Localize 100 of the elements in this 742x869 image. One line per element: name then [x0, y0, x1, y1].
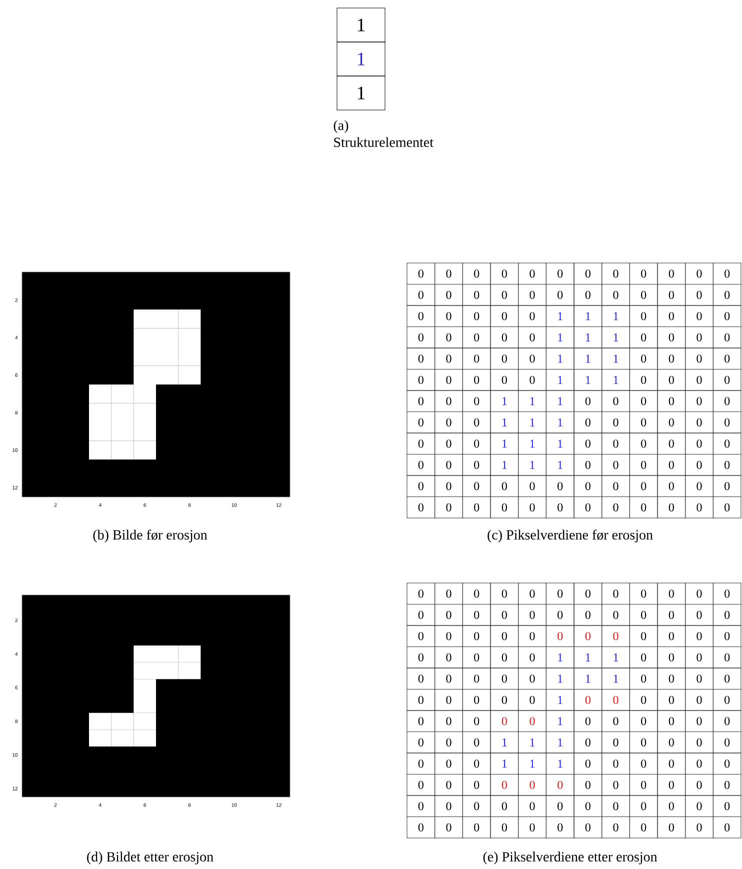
table-cell: 0: [574, 604, 602, 626]
table-cell: 0: [657, 646, 686, 668]
table-cell: 0: [685, 496, 714, 518]
table-cell: 0: [712, 752, 742, 774]
table-cell: 0: [602, 752, 630, 774]
table-cell: 1: [574, 326, 602, 348]
table-cell: 1: [602, 646, 630, 668]
table-cell: 0: [406, 795, 436, 817]
table-cell: 0: [518, 625, 546, 647]
table-cell: 0: [546, 604, 574, 626]
table-cell: 0: [712, 604, 742, 626]
table-cell: 0: [518, 262, 546, 284]
table-cell: 1: [546, 432, 574, 454]
table-cell: 0: [490, 774, 519, 796]
table-cell: 0: [518, 284, 546, 306]
table-cell: 0: [406, 454, 436, 476]
table-cell: 0: [462, 390, 491, 412]
table-cell: 0: [518, 496, 546, 518]
table-cell: 0: [685, 284, 714, 306]
table-cell: 0: [712, 284, 742, 306]
table-cell: 0: [685, 412, 714, 434]
table-cell: 0: [657, 582, 686, 604]
table-cell: 1: [574, 646, 602, 668]
table-cell: 1: [546, 668, 574, 690]
table-cell: 0: [434, 390, 463, 412]
table-cell: 0: [629, 582, 658, 604]
table-cell: 0: [712, 412, 742, 434]
table-cell: 0: [434, 816, 463, 838]
table-cell: 1: [490, 390, 519, 412]
table-cell: 0: [574, 625, 602, 647]
table-cell: 0: [490, 496, 519, 518]
table-cell: 0: [629, 262, 658, 284]
table-cell: 1: [574, 369, 602, 391]
table-cell: 0: [629, 412, 658, 434]
table-cell: 0: [490, 710, 519, 732]
table-cell: 0: [406, 604, 436, 626]
table-cell: 0: [406, 496, 436, 518]
table-cell: 0: [406, 326, 436, 348]
table-cell: 1: [546, 454, 574, 476]
table-cell: 0: [712, 774, 742, 796]
table-cell: 0: [406, 475, 436, 497]
table-cell: 0: [434, 795, 463, 817]
table-cell: 0: [602, 475, 630, 497]
table-cell: 0: [518, 774, 546, 796]
table-cell: 1: [518, 454, 546, 476]
table-cell: 0: [406, 390, 436, 412]
table-cell: 0: [462, 689, 491, 711]
table-cell: 0: [712, 326, 742, 348]
table-cell: 0: [574, 774, 602, 796]
table-cell: 1: [518, 432, 546, 454]
table-cell: 1: [518, 390, 546, 412]
table-cell: 0: [657, 390, 686, 412]
table-cell: 0: [490, 475, 519, 497]
table-cell: 0: [602, 689, 630, 711]
table-cell: 1: [518, 412, 546, 434]
table-cell: 0: [434, 412, 463, 434]
table-cell: 1: [546, 752, 574, 774]
table-cell: 0: [546, 284, 574, 306]
table-cell: 0: [518, 795, 546, 817]
table-cell: 0: [685, 710, 714, 732]
table-cell: 0: [490, 668, 519, 690]
table-cell: 0: [712, 496, 742, 518]
table-cell: 0: [490, 305, 519, 327]
table-cell: 0: [434, 432, 463, 454]
table-cell: 0: [712, 390, 742, 412]
table-cell: 0: [490, 284, 519, 306]
table-cell: 1: [602, 668, 630, 690]
table-cell: 0: [629, 689, 658, 711]
table-cell: 1: [490, 732, 519, 754]
table-cell: 0: [657, 604, 686, 626]
table-cell: 0: [629, 326, 658, 348]
table-cell: 0: [574, 710, 602, 732]
table-cell: 0: [462, 816, 491, 838]
table-cell: 0: [546, 496, 574, 518]
table-cell: 0: [602, 710, 630, 732]
table-cell: 0: [685, 475, 714, 497]
table-cell: 0: [629, 795, 658, 817]
table-cell: 0: [434, 752, 463, 774]
table-cell: 0: [518, 348, 546, 370]
table-cell: 0: [602, 774, 630, 796]
table-cell: 0: [712, 710, 742, 732]
table-cell: 0: [490, 326, 519, 348]
table-cell: 0: [685, 689, 714, 711]
table-cell: 0: [434, 710, 463, 732]
table-cell: 0: [490, 625, 519, 647]
table-cell: 0: [602, 582, 630, 604]
table-cell: 0: [434, 348, 463, 370]
table-cell: 0: [657, 454, 686, 476]
table-cell: 0: [712, 816, 742, 838]
table-cell: 0: [712, 625, 742, 647]
table-cell: 1: [546, 369, 574, 391]
table-cell: 0: [462, 326, 491, 348]
table-cell: 0: [657, 689, 686, 711]
table-cell: 0: [629, 369, 658, 391]
table-cell: 0: [602, 604, 630, 626]
table-cell: 0: [406, 774, 436, 796]
table-cell: 0: [657, 284, 686, 306]
table-cell: 0: [518, 710, 546, 732]
table-cell: 0: [629, 432, 658, 454]
table-cell: 0: [462, 752, 491, 774]
